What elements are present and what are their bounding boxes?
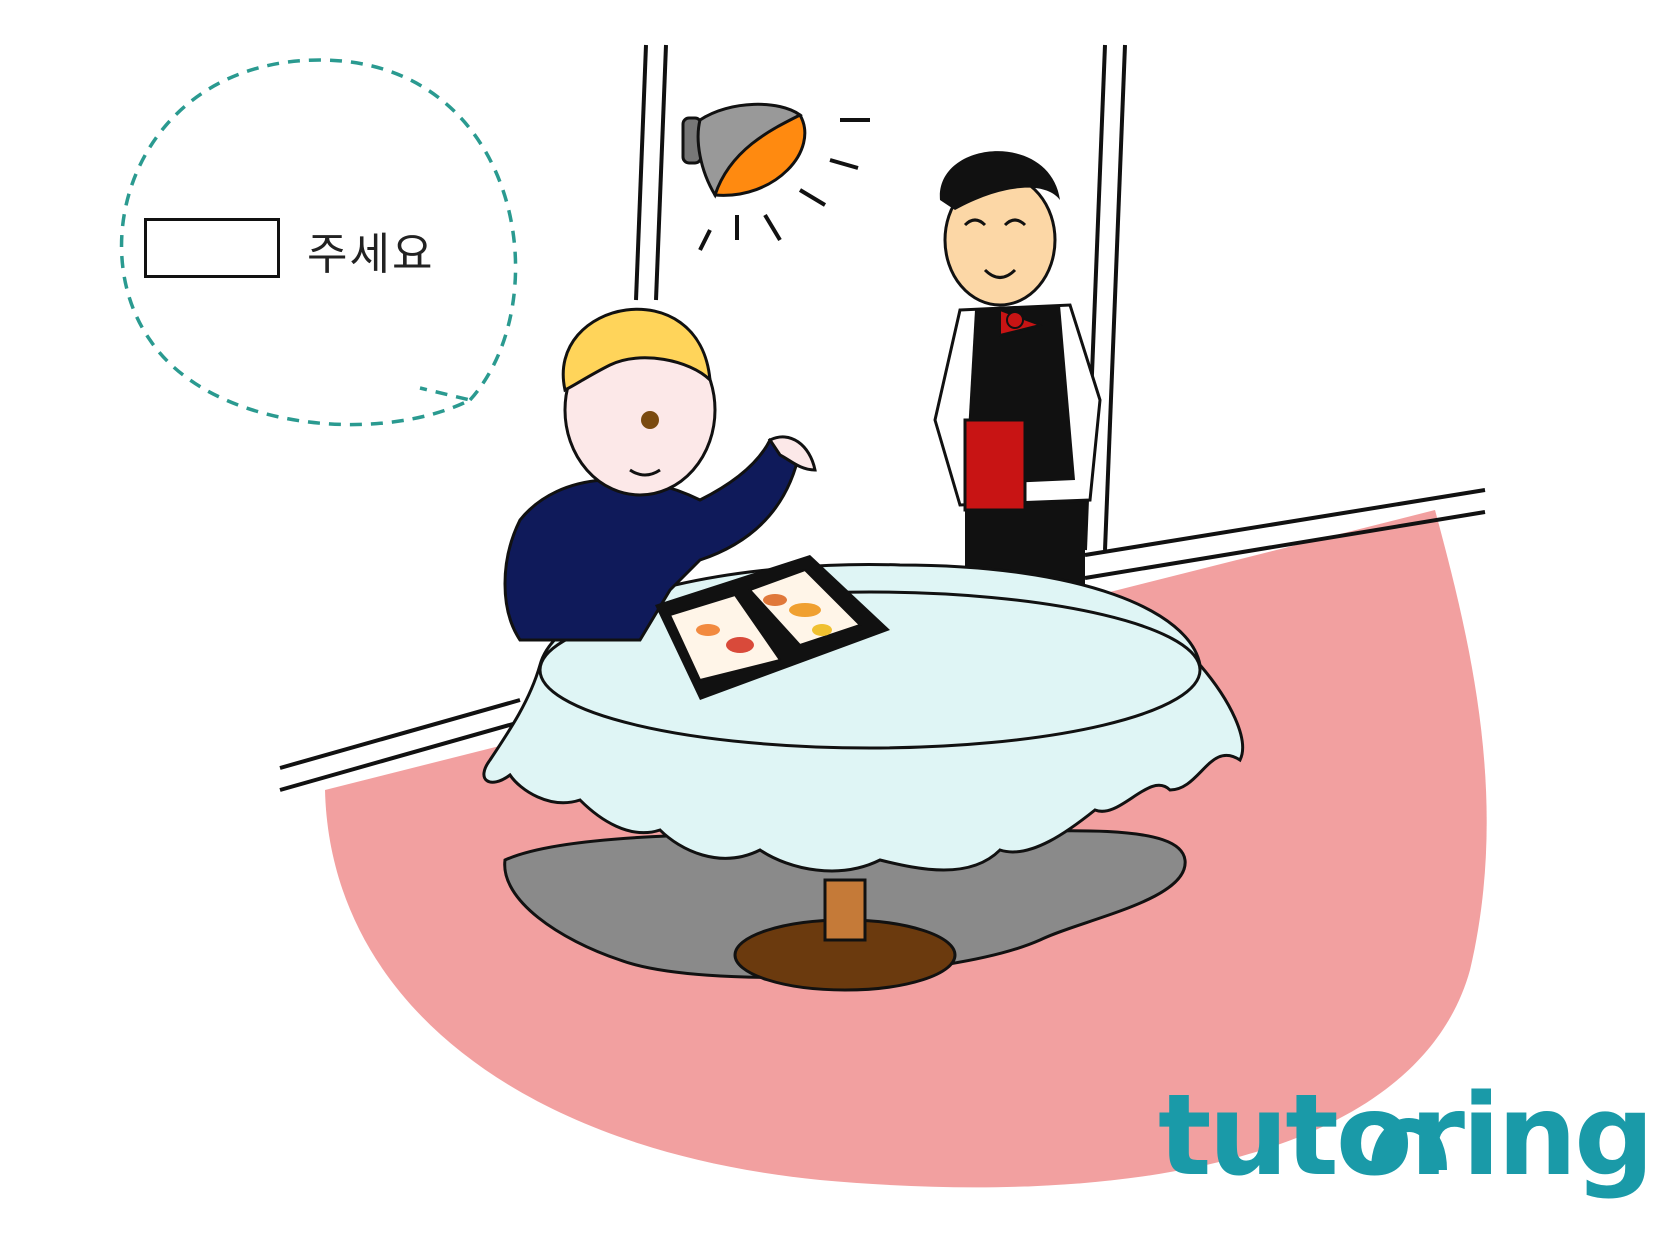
speech-bubble (119, 58, 518, 427)
baseboard (279, 488, 1486, 792)
customer (503, 307, 817, 642)
speech-bubble-text: 주세요 (307, 229, 435, 280)
answer-blank-box[interactable] (144, 218, 280, 278)
menu-book (655, 555, 890, 700)
table-leg (823, 878, 867, 942)
tutoring-logo: tutoring (1158, 1071, 1654, 1201)
waiter (933, 151, 1102, 610)
wall-lamp (681, 102, 870, 251)
logo-headphone-arc (1371, 1118, 1447, 1171)
